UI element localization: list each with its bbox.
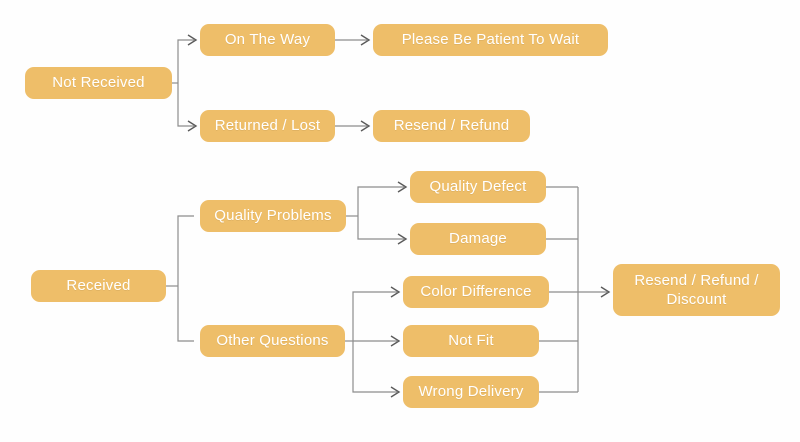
edge-quality-problems-split <box>346 181 408 245</box>
node-resend-refund-discount[interactable]: Resend / Refund / Discount <box>613 264 780 316</box>
node-damage[interactable]: Damage <box>410 223 546 255</box>
node-other-questions[interactable]: Other Questions <box>200 325 345 357</box>
node-resend-refund-discount-line2: Discount <box>666 291 727 308</box>
arrowhead-returned-lost <box>187 120 198 132</box>
node-not-received[interactable]: Not Received <box>25 67 172 99</box>
edge-merge-bus <box>539 186 611 393</box>
node-returned-lost[interactable]: Returned / Lost <box>200 110 335 142</box>
node-quality-problems[interactable]: Quality Problems <box>200 200 346 232</box>
arrowhead-on-the-way <box>187 34 198 46</box>
node-please-be-patient-to-wait[interactable]: Please Be Patient To Wait <box>373 24 608 56</box>
node-color-difference[interactable]: Color Difference <box>403 276 549 308</box>
node-on-the-way[interactable]: On The Way <box>200 24 335 56</box>
node-quality-defect[interactable]: Quality Defect <box>410 171 546 203</box>
node-resend-refund[interactable]: Resend / Refund <box>373 110 530 142</box>
node-not-fit[interactable]: Not Fit <box>403 325 539 357</box>
node-received[interactable]: Received <box>31 270 166 302</box>
edge-on-the-way-to-please-be-patient <box>335 34 371 46</box>
edge-received-split <box>166 215 194 342</box>
node-resend-refund-discount-line1: Resend / Refund / <box>634 271 759 289</box>
edge-not-received-split <box>172 39 194 127</box>
edge-other-questions-split <box>345 286 401 398</box>
edge-returned-lost-to-resend-refund <box>335 120 371 132</box>
node-wrong-delivery[interactable]: Wrong Delivery <box>403 376 539 408</box>
